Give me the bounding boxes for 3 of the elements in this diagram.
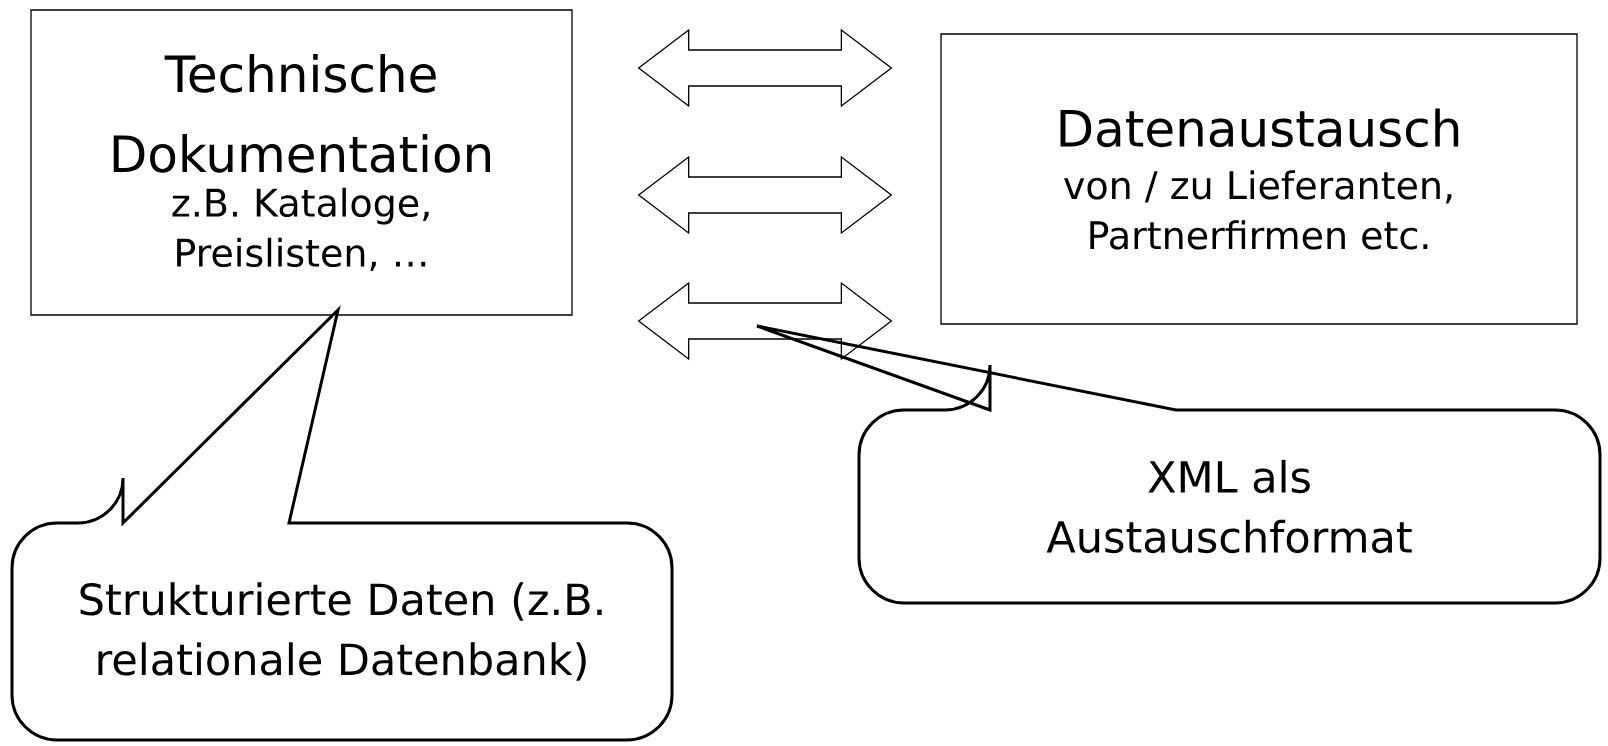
text-box: Technische Dokumentation z.B. Kataloge, Preislisten, … bbox=[30, 9, 573, 316]
text-box: Datenaustausch von / zu Lieferanten, Partnerfirmen etc. bbox=[940, 33, 1578, 325]
speech-bubble: XML als Austauschformat bbox=[755, 324, 1602, 605]
